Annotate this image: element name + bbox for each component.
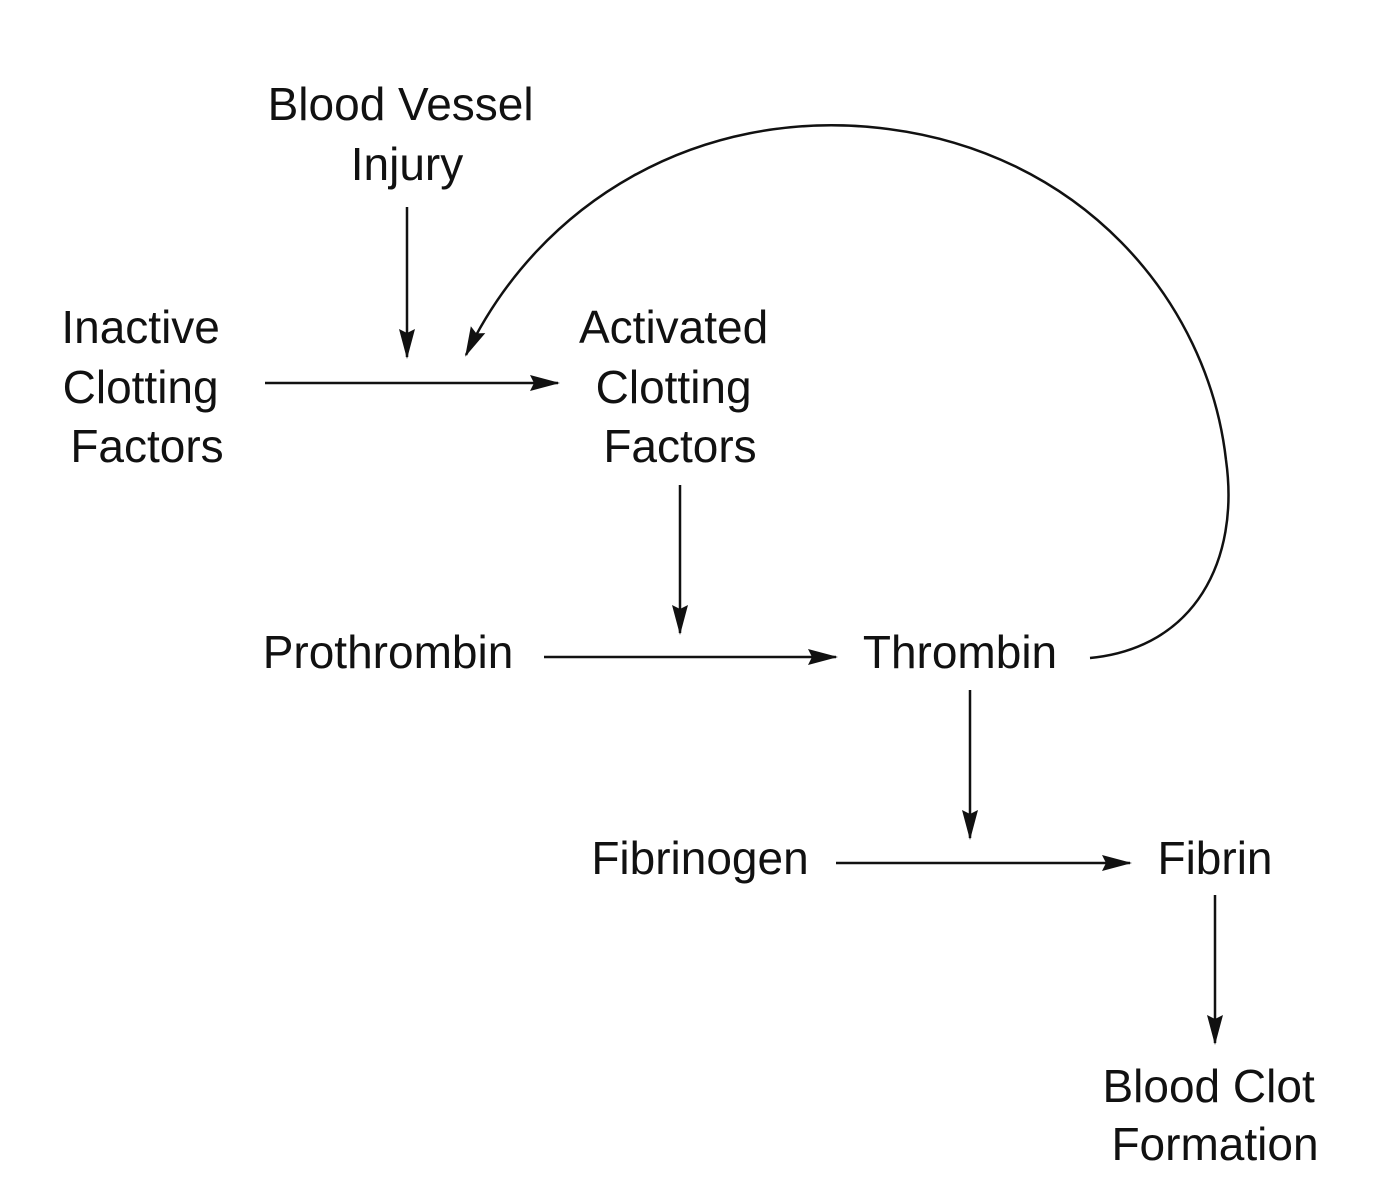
node-inactive-clotting-factors: Inactive Clotting Factors	[61, 301, 232, 472]
node-blood-vessel-injury: Blood Vessel Injury	[268, 78, 547, 190]
node-line: Factors	[70, 420, 223, 472]
node-fibrin: Fibrin	[1157, 832, 1272, 884]
node-line: Blood Vessel	[268, 78, 534, 130]
node-activated-clotting-factors: Activated Clotting Factors	[579, 301, 781, 472]
node-line: Thrombin	[863, 626, 1057, 678]
node-line: Fibrin	[1157, 832, 1272, 884]
node-line: Activated	[579, 301, 768, 353]
node-blood-clot-formation: Blood Clot Formation	[1102, 1060, 1327, 1170]
node-fibrinogen: Fibrinogen	[591, 832, 808, 884]
node-line: Fibrinogen	[591, 832, 808, 884]
node-line: Blood Clot	[1102, 1060, 1314, 1112]
node-thrombin: Thrombin	[863, 626, 1057, 678]
node-line: Clotting	[63, 361, 219, 413]
node-line: Factors	[603, 420, 756, 472]
node-line: Prothrombin	[263, 626, 514, 678]
node-line: Inactive	[61, 301, 220, 353]
node-line: Formation	[1111, 1118, 1318, 1170]
edge-thrombin-feedback	[464, 124, 1230, 660]
node-line: Clotting	[596, 361, 752, 413]
node-line: Injury	[351, 138, 463, 190]
node-prothrombin: Prothrombin	[263, 626, 514, 678]
